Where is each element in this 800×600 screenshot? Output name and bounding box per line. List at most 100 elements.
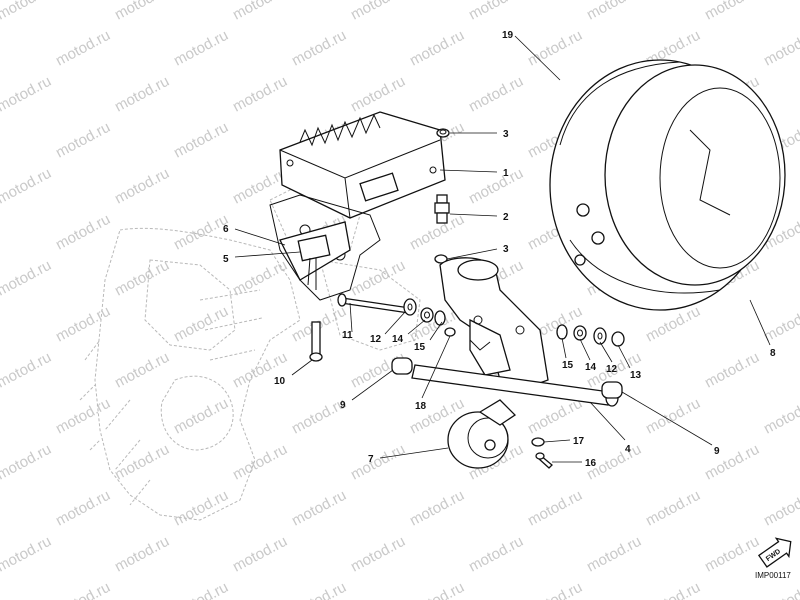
watermark-text: motod.ru: [230, 533, 290, 576]
watermark-text: motod.ru: [230, 73, 290, 116]
callout-9-right: 9: [714, 446, 720, 457]
watermark-text: motod.ru: [53, 487, 113, 530]
callout-17: 17: [573, 436, 585, 447]
watermark-text: motod.ru: [53, 211, 113, 254]
watermark-text: motod.ru: [407, 579, 467, 600]
callout-labels: 19 3 1 2 3 6 5 11 12 14 15 15 14 12 13 8…: [223, 30, 776, 469]
callout-3-lower: 3: [503, 244, 509, 255]
watermark-text: motod.ru: [0, 257, 54, 300]
callout-3-top: 3: [503, 129, 509, 140]
watermark-text: motod.ru: [53, 579, 113, 600]
callout-9-left: 9: [340, 400, 346, 411]
watermark-text: motod.ru: [112, 533, 172, 576]
bush-part-9-right: [601, 381, 623, 399]
watermark-text: motod.ru: [171, 395, 231, 438]
relay-part-5: [297, 234, 331, 290]
callout-12-right: 12: [606, 364, 618, 375]
callout-16: 16: [585, 458, 597, 469]
watermark-text: motod.ru: [643, 487, 703, 530]
fwd-arrow-icon: FWD: [757, 537, 792, 568]
spacer-part-14-right: [573, 325, 587, 341]
bolt-part-10: [309, 321, 323, 362]
frame-ghost-outline: [79, 184, 421, 521]
watermark-text: motod.ru: [230, 441, 290, 484]
watermark-text: motod.ru: [171, 579, 231, 600]
watermark-text: motod.ru: [643, 579, 703, 600]
horn-part-7: [447, 399, 517, 469]
bracket-part-4: [439, 257, 549, 391]
rubber-mount-part-2: [434, 194, 450, 224]
watermark-text: motod.ru: [348, 533, 408, 576]
watermark-text: motod.ru: [230, 257, 290, 300]
washer-part-12-left: [403, 298, 417, 316]
watermark-text: motod.ru: [761, 395, 800, 438]
callout-14-right: 14: [585, 362, 597, 373]
callout-15-right: 15: [562, 360, 574, 371]
watermark-text: motod.ru: [289, 579, 349, 600]
watermark-text: motod.ru: [584, 533, 644, 576]
watermark-text: motod.ru: [53, 27, 113, 70]
watermark-text: motod.ru: [53, 395, 113, 438]
watermark-text: motod.ru: [112, 349, 172, 392]
washer-part-12-right: [593, 327, 607, 345]
callout-5: 5: [223, 254, 229, 265]
spacer-part-14-left: [420, 307, 434, 323]
callout-4: 4: [625, 444, 631, 455]
watermark-text: motod.ru: [525, 487, 585, 530]
watermark-text: motod.ru: [466, 73, 526, 116]
watermark-text: motod.ru: [171, 487, 231, 530]
large-cover-part-19: [549, 59, 786, 311]
bush-part-15-right: [556, 324, 568, 340]
bush-part-9-left: [391, 357, 413, 375]
watermark-text: motod.ru: [702, 533, 762, 576]
watermark-text: motod.ru: [761, 487, 800, 530]
screw-part-16: [535, 452, 553, 469]
callout-6: 6: [223, 224, 229, 235]
watermark-text: motod.ru: [702, 349, 762, 392]
control-unit-part-1: [279, 111, 446, 219]
watermark-text: motod.ru: [53, 303, 113, 346]
watermark-text: motod.ru: [53, 119, 113, 162]
watermark-text: motod.ru: [525, 579, 585, 600]
callout-1: 1: [503, 168, 509, 179]
watermark-text: motod.ru: [466, 533, 526, 576]
watermark-text: motod.ru: [348, 0, 408, 24]
drawing-code: IMP00117: [755, 571, 791, 580]
watermark-text: motod.ru: [112, 73, 172, 116]
watermark-text: motod.ru: [289, 27, 349, 70]
watermark-text: motod.ru: [643, 395, 703, 438]
watermark-text: motod.ru: [0, 73, 54, 116]
leader-lines: [234, 35, 771, 463]
callout-18: 18: [415, 401, 427, 412]
callout-13: 13: [630, 370, 642, 381]
watermark-text: motod.ru: [525, 27, 585, 70]
watermark-text: motod.ru: [407, 27, 467, 70]
watermark-text: motod.ru: [761, 303, 800, 346]
callout-12-left: 12: [370, 334, 382, 345]
watermark-text: motod.ru: [171, 27, 231, 70]
watermark-text: motod.ru: [289, 487, 349, 530]
watermark-text: motod.ru: [0, 349, 54, 392]
watermark-text: motod.ru: [407, 487, 467, 530]
bush-part-15-left: [434, 310, 446, 326]
watermark-text: motod.ru: [348, 73, 408, 116]
callout-14-left: 14: [392, 334, 404, 345]
nut-part-13: [611, 331, 625, 347]
watermark-text: motod.ru: [171, 303, 231, 346]
washer-part-17: [531, 437, 545, 447]
watermark-text: motod.ru: [0, 165, 54, 208]
callout-2: 2: [503, 212, 509, 223]
nut-part-3-top: [436, 128, 450, 138]
callout-15-left: 15: [414, 342, 426, 353]
watermark-text: motod.ru: [702, 441, 762, 484]
watermark-text: motod.ru: [112, 257, 172, 300]
watermark-text: motod.ru: [112, 165, 172, 208]
watermark-text: motod.ru: [0, 0, 54, 24]
watermark-text: motod.ru: [761, 579, 800, 600]
watermark-text: motod.ru: [466, 0, 526, 24]
callout-11: 11: [342, 330, 353, 341]
watermark-text: motod.ru: [112, 441, 172, 484]
watermark-text: motod.ru: [348, 257, 408, 300]
watermark-text: motod.ru: [0, 533, 54, 576]
